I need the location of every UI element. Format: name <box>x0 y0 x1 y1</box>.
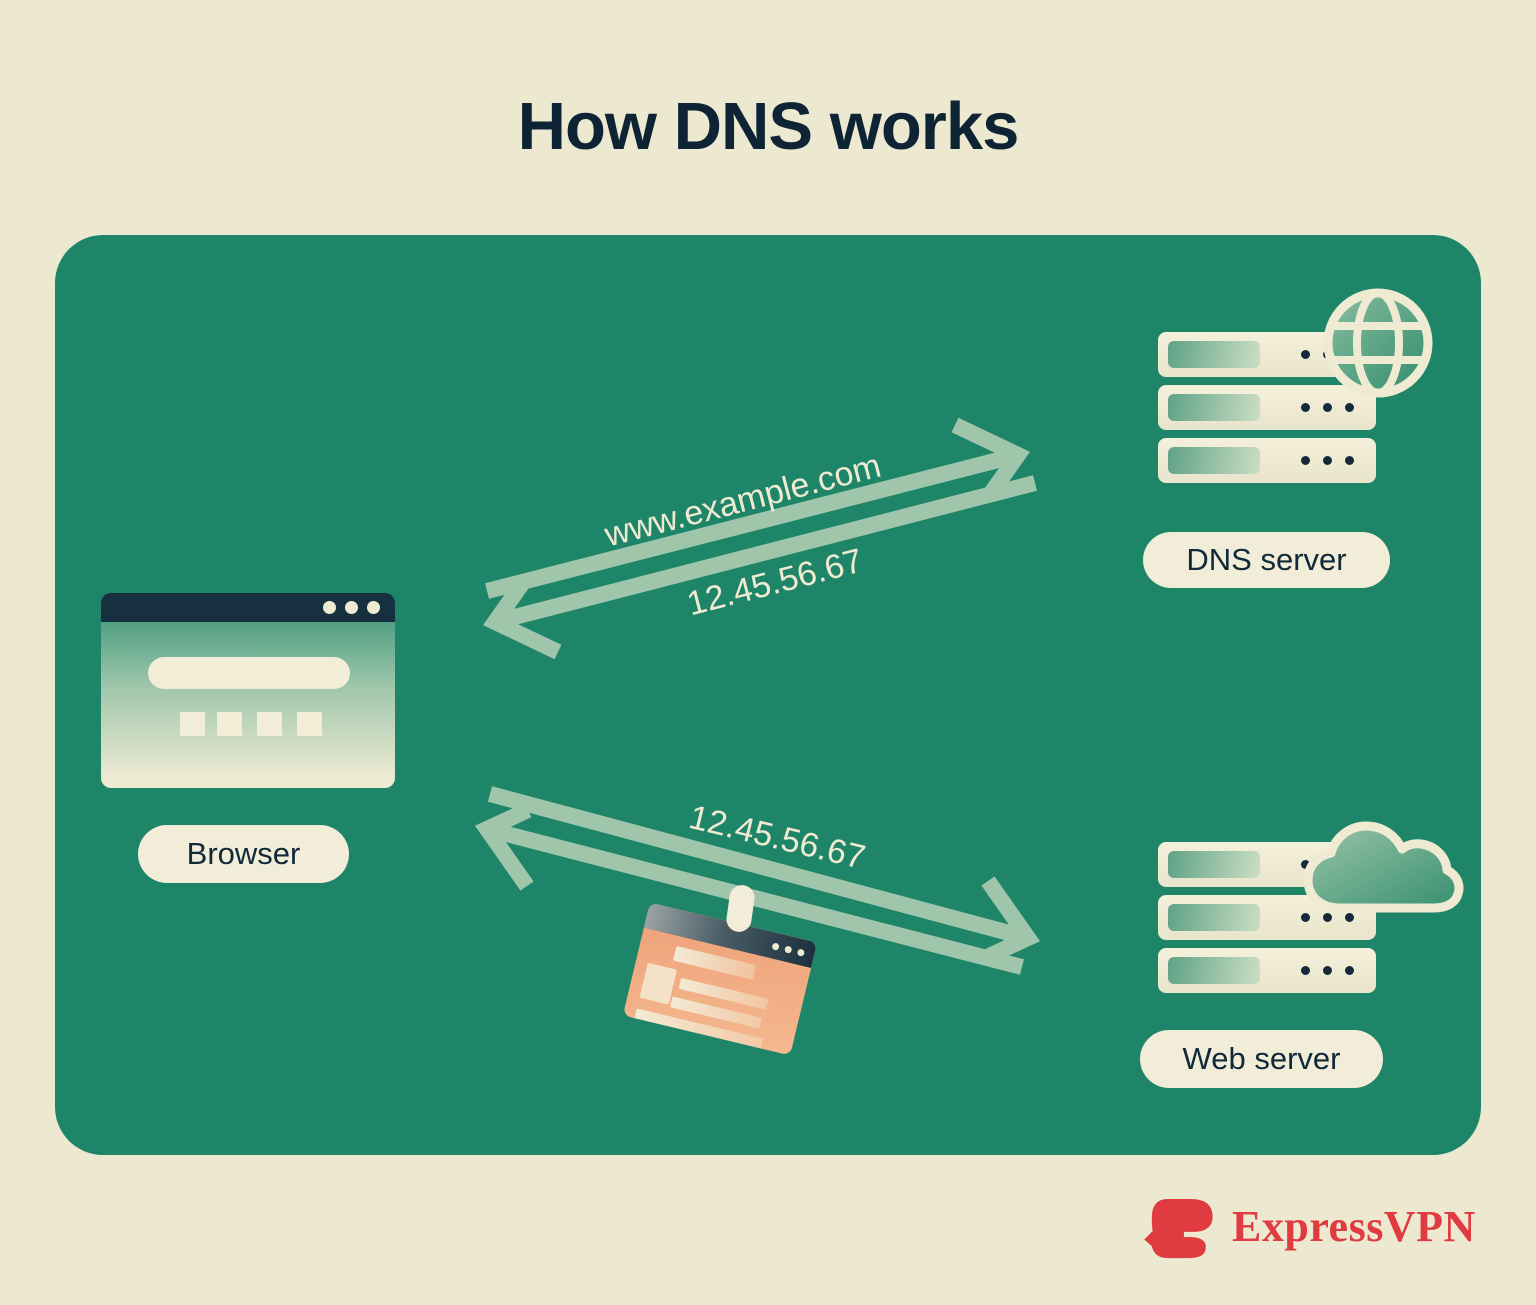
content-tile <box>257 712 282 736</box>
dns-response-arrowhead-icon <box>482 576 562 660</box>
globe-icon <box>1323 288 1433 398</box>
browser-titlebar <box>101 593 395 622</box>
dns-response-arrow-line <box>493 475 1037 630</box>
window-dot-icon <box>345 601 358 614</box>
content-tile <box>217 712 242 736</box>
window-dot-icon <box>771 941 780 951</box>
web-server-label: Web server <box>1182 1041 1341 1076</box>
dns-request-arrowhead-icon <box>951 417 1031 501</box>
expressvpn-mark-icon <box>1144 1198 1213 1259</box>
brand-wordmark: ExpressVPN <box>1232 1201 1476 1251</box>
server-bar <box>1158 385 1376 430</box>
web-response-arrowhead-icon <box>474 802 534 891</box>
expressvpn-logo: ExpressVPN <box>1140 1192 1476 1260</box>
browser-label: Browser <box>186 836 301 871</box>
search-bar-shape <box>148 657 350 689</box>
page-title: How DNS works <box>517 89 1020 164</box>
content-tile <box>180 712 205 736</box>
window-dot-icon <box>323 601 336 614</box>
diagram-panel: www.example.com 12.45.56.67 12.45.56.67 … <box>55 235 1481 1155</box>
web-request-arrowhead-icon <box>981 876 1041 965</box>
window-dot-icon <box>367 601 380 614</box>
web-server-label-pill: Web server <box>1140 1030 1383 1088</box>
cloud-icon <box>1303 821 1464 913</box>
dns-request-arrow-line <box>485 447 1020 599</box>
window-dot-icon <box>796 947 806 957</box>
dns-query-arrows <box>482 417 1037 660</box>
web-request-arrow-line <box>487 786 1031 946</box>
dns-server-label-pill: DNS server <box>1143 532 1390 588</box>
content-tile <box>297 712 322 736</box>
browser-window-icon <box>101 593 395 788</box>
server-bar <box>1158 438 1376 483</box>
window-dot-icon <box>784 944 793 954</box>
browser-label-pill: Browser <box>138 825 349 883</box>
server-bar <box>1158 948 1376 993</box>
dns-server-label: DNS server <box>1186 542 1347 577</box>
